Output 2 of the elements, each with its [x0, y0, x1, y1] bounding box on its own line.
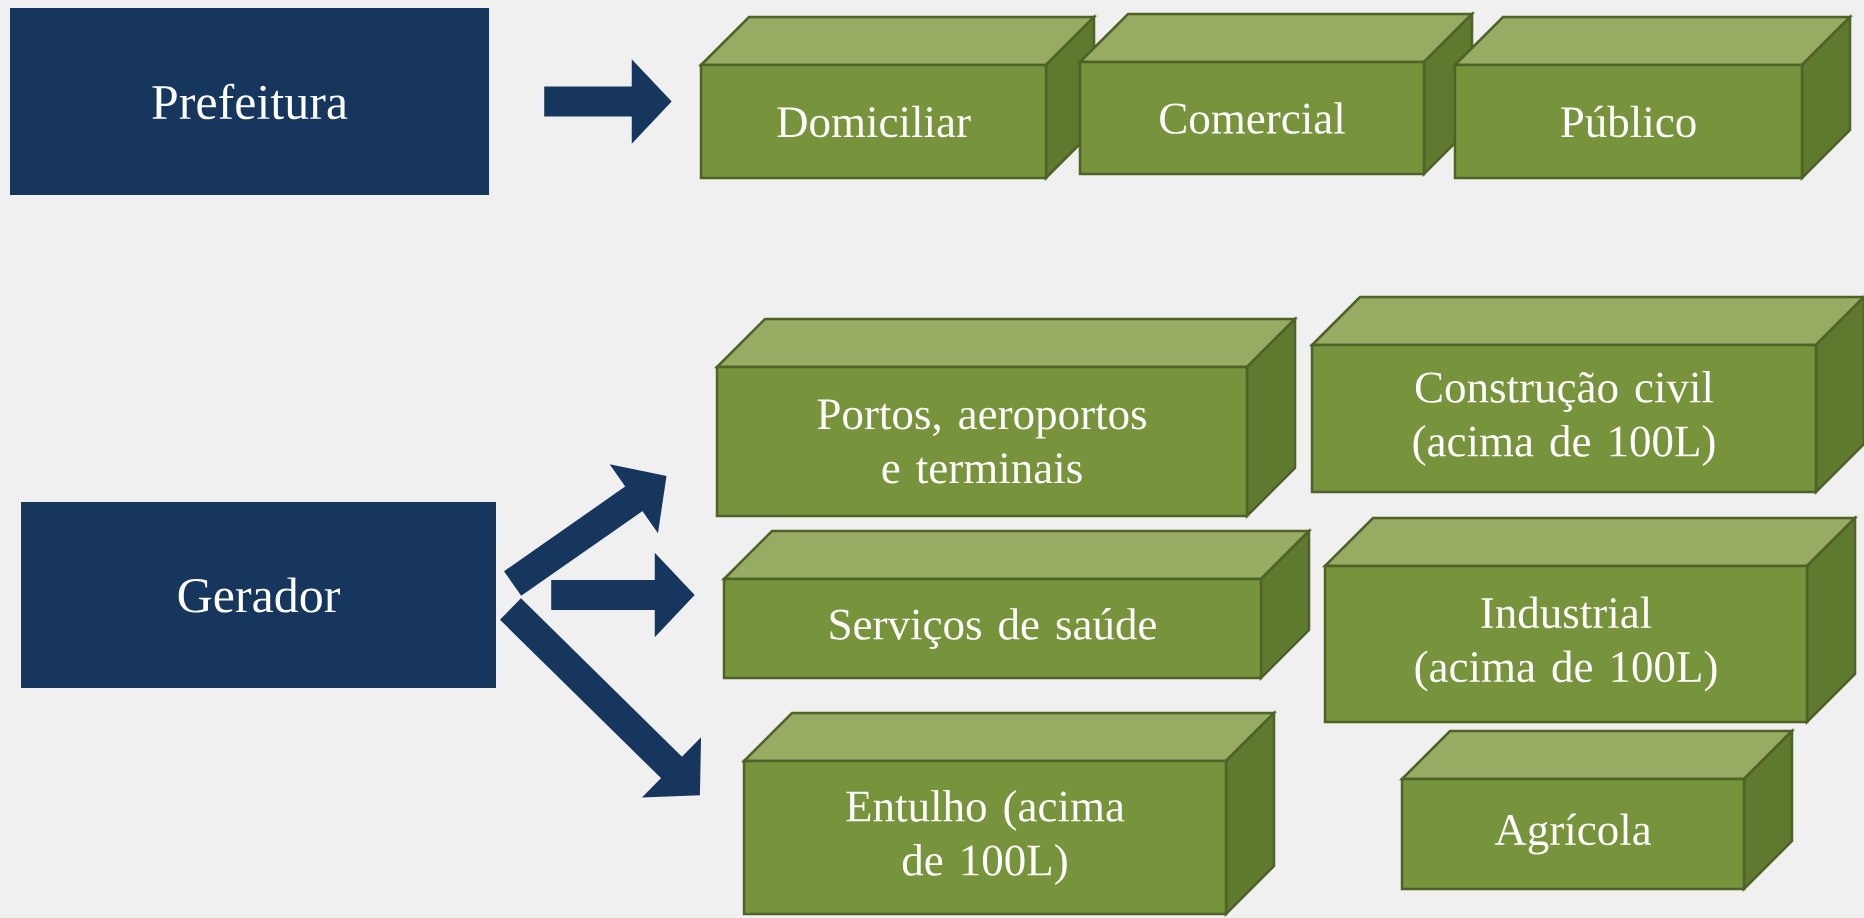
label-box: Prefeitura	[10, 8, 489, 195]
label-box: Gerador	[21, 502, 496, 688]
